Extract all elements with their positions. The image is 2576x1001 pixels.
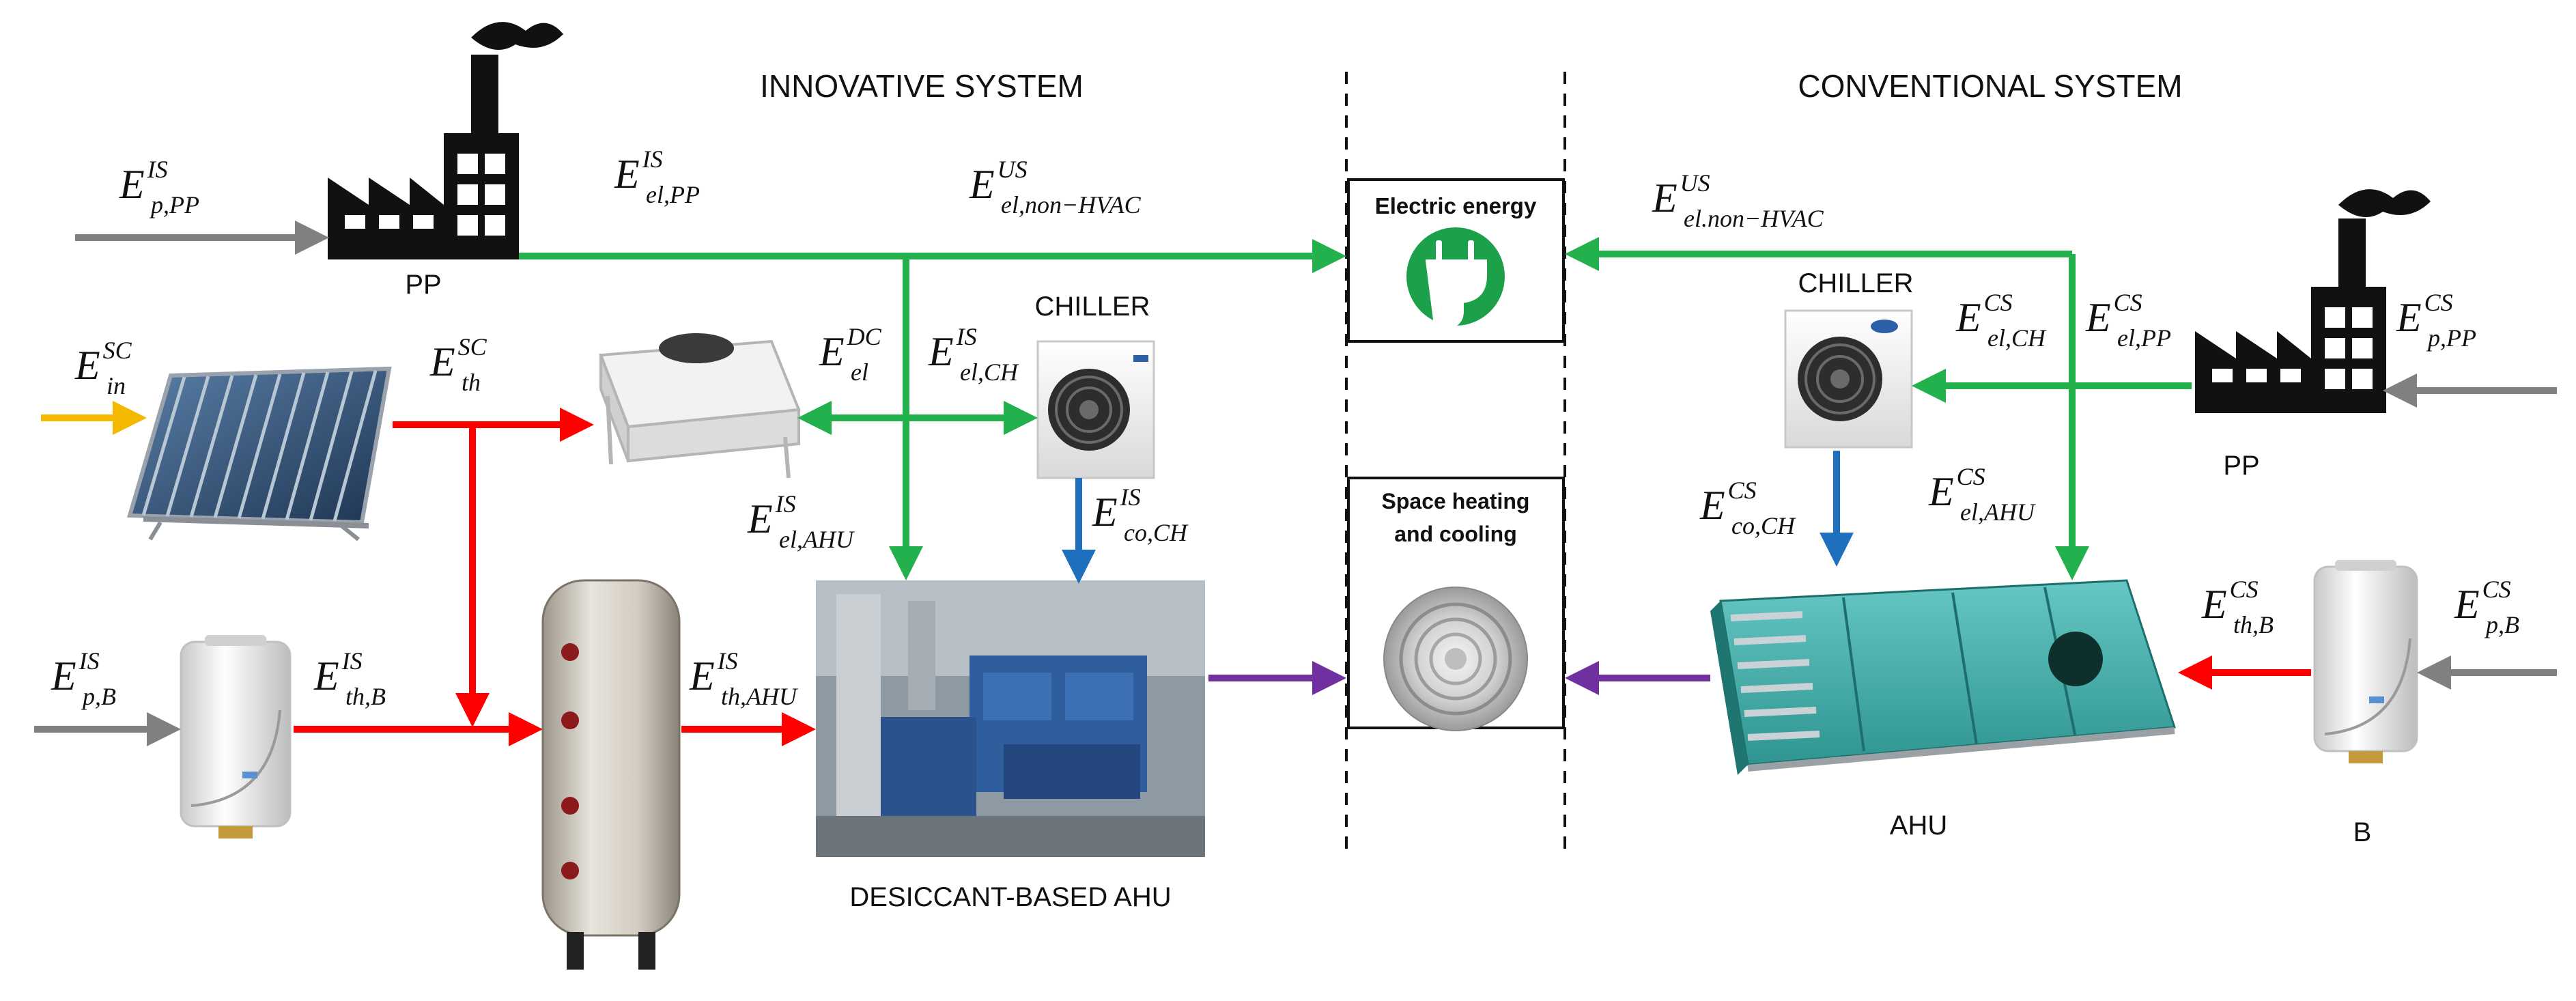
label-pp-left: PP	[405, 270, 441, 300]
svg-text:ECS: ECS	[1699, 477, 1757, 528]
svg-text:EDC: EDC	[819, 323, 882, 374]
svg-text:el,PP: el,PP	[646, 181, 700, 208]
solar-collector-icon	[127, 366, 392, 541]
electric-energy-title: Electric energy	[1375, 193, 1537, 218]
power-plant-icon-left	[328, 22, 563, 259]
svg-text:in: in	[107, 372, 126, 399]
svg-text:ECS: ECS	[2201, 576, 2259, 627]
plug-icon	[1406, 227, 1505, 337]
svg-text:p,B: p,B	[2484, 611, 2519, 638]
svg-text:th,B: th,B	[345, 683, 386, 710]
ahu-icon	[1710, 579, 2177, 775]
svg-text:ESC: ESC	[74, 337, 132, 388]
boiler-icon-left	[180, 635, 292, 838]
svg-text:ECS: ECS	[2085, 289, 2142, 340]
storage-tank-icon	[541, 579, 681, 970]
space-heating-cooling-box: Space heating and cooling	[1347, 477, 1565, 731]
svg-text:el,AHU: el,AHU	[779, 526, 855, 553]
label-boiler-right: B	[2353, 817, 2372, 847]
svg-text:EIS: EIS	[747, 490, 796, 541]
chiller-icon-right	[1784, 309, 1913, 449]
svg-text:p,B: p,B	[81, 683, 116, 710]
svg-text:ECS: ECS	[1928, 463, 1985, 514]
svg-text:th,AHU: th,AHU	[721, 683, 798, 710]
svg-text:EUS: EUS	[969, 156, 1028, 207]
heading-conventional-system: CONVENTIONAL SYSTEM	[1798, 68, 2182, 104]
svg-text:EIS: EIS	[119, 156, 168, 207]
dry-cooler-icon	[599, 333, 801, 479]
svg-text:el: el	[851, 358, 868, 386]
svg-text:EUS: EUS	[1652, 169, 1710, 221]
svg-text:el,PP: el,PP	[2117, 324, 2171, 352]
svg-text:th: th	[462, 369, 481, 396]
space-box-title-line2: and cooling	[1394, 522, 1517, 546]
svg-text:ESC: ESC	[429, 333, 487, 384]
svg-text:ECS: ECS	[2396, 289, 2453, 340]
svg-text:ECS: ECS	[2454, 576, 2511, 627]
svg-text:co,CH: co,CH	[1124, 519, 1189, 546]
label-desiccant-ahu: DESICCANT-BASED AHU	[849, 882, 1171, 912]
svg-text:el,AHU: el,AHU	[1960, 498, 2036, 526]
chiller-icon-left	[1036, 340, 1155, 479]
svg-text:ECS: ECS	[1955, 289, 2013, 340]
label-ahu: AHU	[1890, 810, 1947, 841]
svg-text:EIS: EIS	[614, 145, 663, 197]
svg-text:EIS: EIS	[928, 323, 977, 374]
air-diffuser-icon	[1383, 587, 1528, 731]
svg-text:el,CH: el,CH	[1987, 324, 2047, 352]
desiccant-ahu-icon	[816, 580, 1205, 857]
svg-text:EIS: EIS	[313, 647, 363, 699]
svg-text:th,B: th,B	[2233, 611, 2274, 638]
space-box-title-line1: Space heating	[1382, 489, 1530, 513]
boiler-icon-right	[2313, 560, 2418, 763]
svg-text:co,CH: co,CH	[1731, 512, 1796, 539]
svg-text:el,CH: el,CH	[960, 358, 1019, 386]
electric-energy-box: Electric energy	[1347, 178, 1565, 343]
svg-text:EIS: EIS	[1092, 483, 1141, 535]
heading-innovative-system: INNOVATIVE SYSTEM	[760, 68, 1084, 104]
svg-text:EIS: EIS	[689, 647, 738, 699]
svg-text:EIS: EIS	[51, 647, 100, 699]
svg-text:el,non−HVAC: el,non−HVAC	[1001, 191, 1142, 218]
label-chiller-left: CHILLER	[1035, 292, 1150, 322]
svg-text:el.non−HVAC: el.non−HVAC	[1684, 205, 1824, 232]
svg-text:p,PP: p,PP	[2426, 324, 2476, 352]
power-plant-icon-right	[2195, 189, 2431, 413]
label-pp-right: PP	[2223, 451, 2259, 481]
svg-text:p,PP: p,PP	[149, 191, 199, 218]
label-chiller-right: CHILLER	[1798, 268, 1914, 298]
